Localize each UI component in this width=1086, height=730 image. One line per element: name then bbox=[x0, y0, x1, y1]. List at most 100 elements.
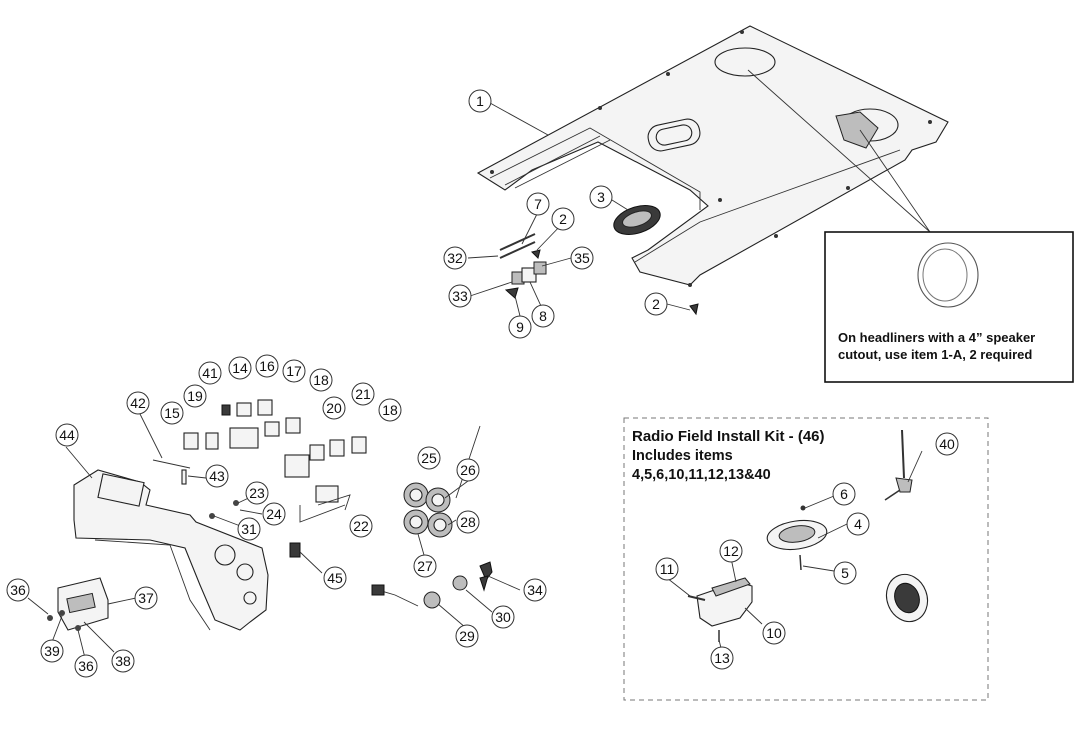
svg-text:11: 11 bbox=[660, 561, 675, 577]
callout-13: 13 bbox=[710, 646, 734, 670]
svg-text:19: 19 bbox=[187, 388, 203, 404]
radio-unit bbox=[687, 577, 753, 642]
callout-9: 9 bbox=[508, 315, 532, 339]
svg-text:38: 38 bbox=[115, 653, 131, 669]
svg-text:9: 9 bbox=[516, 319, 524, 335]
svg-text:41: 41 bbox=[202, 365, 218, 381]
svg-text:40: 40 bbox=[939, 436, 955, 452]
callout-29: 29 bbox=[455, 624, 479, 648]
callout-42: 42 bbox=[126, 391, 150, 415]
callout-28: 28 bbox=[456, 510, 480, 534]
radio-kit-title: Radio Field Install Kit - (46) bbox=[632, 428, 825, 445]
callout-7: 7 bbox=[526, 192, 550, 216]
callout-20: 20 bbox=[322, 396, 346, 420]
callout-39: 39 bbox=[40, 639, 64, 663]
dome-light bbox=[613, 205, 661, 235]
callout-18: 18 bbox=[309, 368, 333, 392]
callout-36: 36 bbox=[74, 654, 98, 678]
svg-text:17: 17 bbox=[286, 363, 302, 379]
svg-text:34: 34 bbox=[527, 582, 543, 598]
headliner-small-parts bbox=[499, 233, 699, 316]
callout-21: 21 bbox=[351, 382, 375, 406]
callout-18: 18 bbox=[378, 398, 402, 422]
radio-kit-line-2: Includes items bbox=[632, 448, 733, 464]
svg-text:35: 35 bbox=[574, 250, 590, 266]
callout-16: 16 bbox=[255, 354, 279, 378]
svg-text:10: 10 bbox=[766, 625, 782, 641]
speaker-driver bbox=[885, 573, 929, 623]
speaker-grille bbox=[766, 505, 828, 571]
callout-45: 45 bbox=[323, 566, 347, 590]
callout-31: 31 bbox=[237, 517, 261, 541]
svg-text:30: 30 bbox=[495, 609, 511, 625]
speaker-ring-icon bbox=[917, 242, 979, 308]
svg-text:43: 43 bbox=[209, 468, 225, 484]
callout-4: 4 bbox=[846, 512, 870, 536]
callout-37: 37 bbox=[134, 586, 158, 610]
svg-text:33: 33 bbox=[452, 288, 468, 304]
svg-text:8: 8 bbox=[539, 308, 547, 324]
callout-41: 41 bbox=[198, 361, 222, 385]
console-assembly bbox=[73, 469, 269, 631]
svg-text:26: 26 bbox=[460, 462, 476, 478]
svg-text:1: 1 bbox=[476, 93, 484, 109]
svg-text:29: 29 bbox=[459, 628, 475, 644]
speaker-note-line-1: On headliners with a 4” speaker bbox=[838, 330, 1035, 345]
svg-text:3: 3 bbox=[597, 189, 605, 205]
callout-8: 8 bbox=[531, 304, 555, 328]
svg-text:18: 18 bbox=[382, 402, 398, 418]
svg-text:21: 21 bbox=[355, 386, 371, 402]
callout-6: 6 bbox=[832, 482, 856, 506]
callout-30: 30 bbox=[491, 605, 515, 629]
callout-17: 17 bbox=[282, 359, 306, 383]
callout-24: 24 bbox=[262, 502, 286, 526]
callout-bubbles: 1 2 2 3 4 5 6 7 8 9 10 11 12 13 14 15 16… bbox=[6, 89, 959, 678]
svg-text:18: 18 bbox=[313, 372, 329, 388]
callout-10: 10 bbox=[762, 621, 786, 645]
svg-text:23: 23 bbox=[249, 485, 265, 501]
callout-23: 23 bbox=[245, 481, 269, 505]
callout-35: 35 bbox=[570, 246, 594, 270]
svg-text:25: 25 bbox=[421, 450, 437, 466]
callout-34: 34 bbox=[523, 578, 547, 602]
svg-text:28: 28 bbox=[460, 514, 476, 530]
callout-38: 38 bbox=[111, 649, 135, 673]
svg-text:37: 37 bbox=[138, 590, 154, 606]
switch-plate bbox=[47, 577, 109, 631]
callout-44: 44 bbox=[55, 423, 79, 447]
svg-text:20: 20 bbox=[326, 400, 342, 416]
callout-2: 2 bbox=[644, 292, 668, 316]
svg-text:31: 31 bbox=[241, 521, 257, 537]
svg-text:42: 42 bbox=[130, 395, 146, 411]
svg-text:14: 14 bbox=[232, 360, 248, 376]
speaker-note-line-2: cutout, use item 1-A, 2 required bbox=[838, 347, 1032, 362]
callout-14: 14 bbox=[228, 356, 252, 380]
callout-27: 27 bbox=[413, 554, 437, 578]
svg-text:4: 4 bbox=[854, 516, 862, 532]
svg-text:6: 6 bbox=[840, 486, 848, 502]
svg-text:36: 36 bbox=[10, 582, 26, 598]
ignition-parts bbox=[371, 561, 493, 609]
svg-text:44: 44 bbox=[59, 427, 75, 443]
callout-15: 15 bbox=[160, 401, 184, 425]
callout-2: 2 bbox=[551, 207, 575, 231]
callout-3: 3 bbox=[589, 185, 613, 209]
radio-kit-box: Radio Field Install Kit - (46) Includes … bbox=[623, 417, 989, 701]
callout-1: 1 bbox=[468, 89, 492, 113]
svg-text:24: 24 bbox=[266, 506, 282, 522]
switch-bank bbox=[152, 399, 367, 558]
svg-text:13: 13 bbox=[714, 650, 730, 666]
svg-text:5: 5 bbox=[841, 565, 849, 581]
callout-32: 32 bbox=[443, 246, 467, 270]
callout-19: 19 bbox=[183, 384, 207, 408]
callout-11: 11 bbox=[655, 557, 679, 581]
svg-text:45: 45 bbox=[327, 570, 343, 586]
svg-text:16: 16 bbox=[259, 358, 275, 374]
svg-text:39: 39 bbox=[44, 643, 60, 659]
svg-text:12: 12 bbox=[723, 543, 739, 559]
svg-text:2: 2 bbox=[559, 211, 567, 227]
headliner-panel bbox=[476, 25, 949, 287]
speaker-note: On headliners with a 4” speaker cutout, … bbox=[747, 69, 1074, 383]
callout-22: 22 bbox=[349, 514, 373, 538]
